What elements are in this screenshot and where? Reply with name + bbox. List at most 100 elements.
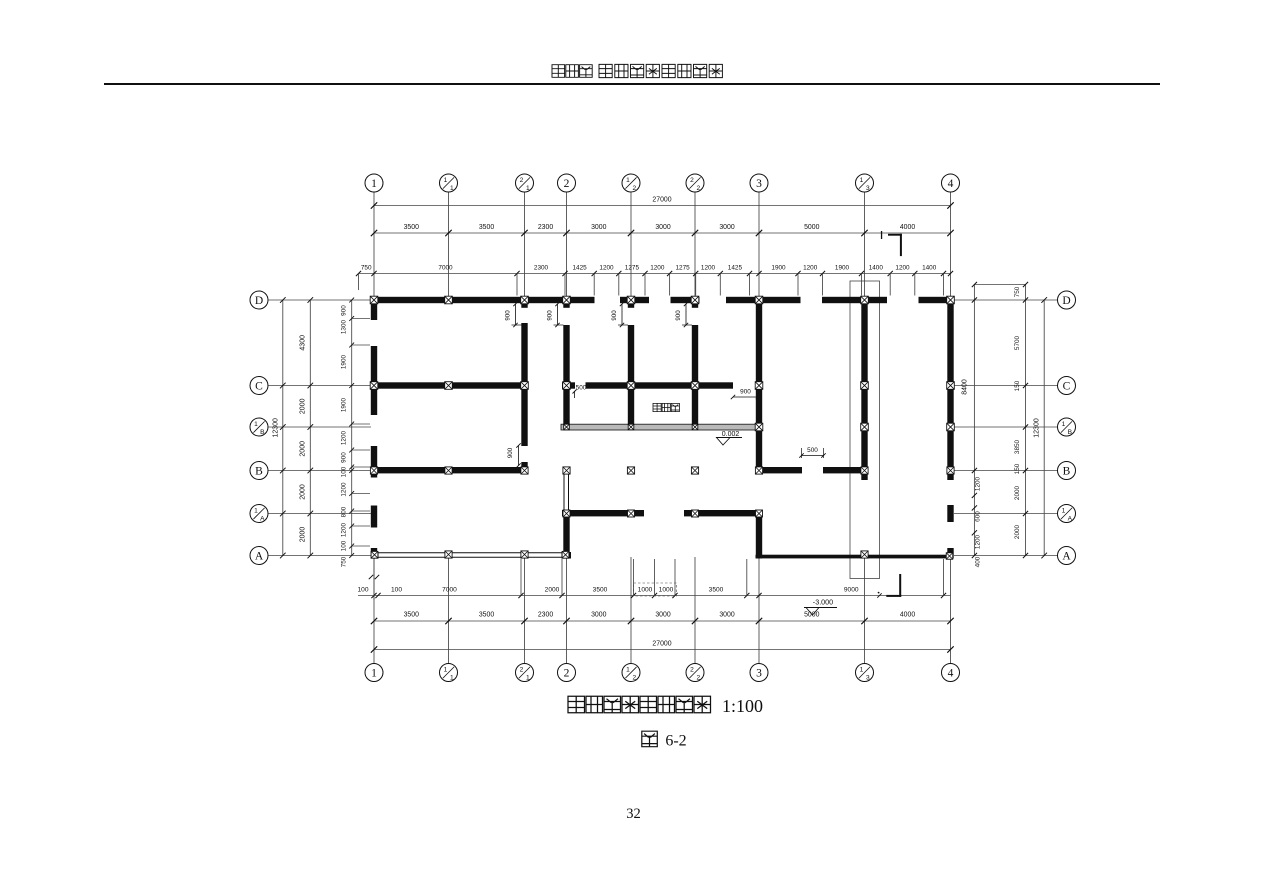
svg-text:4: 4 <box>948 178 954 190</box>
svg-text:2: 2 <box>696 185 700 192</box>
svg-text:3500: 3500 <box>404 224 419 231</box>
svg-text:750: 750 <box>1014 286 1021 297</box>
svg-text:1: 1 <box>371 668 377 680</box>
svg-text:1425: 1425 <box>728 265 743 272</box>
svg-text:2: 2 <box>632 185 636 192</box>
svg-text:C: C <box>1063 381 1071 393</box>
svg-text:1200: 1200 <box>975 476 982 491</box>
svg-text:1275: 1275 <box>675 265 690 272</box>
svg-text:2: 2 <box>696 675 700 682</box>
svg-text:2300: 2300 <box>538 224 553 231</box>
svg-text:12300: 12300 <box>1034 418 1041 438</box>
svg-text:7000: 7000 <box>442 587 457 594</box>
svg-text:3000: 3000 <box>591 224 606 231</box>
svg-text:2: 2 <box>520 667 524 674</box>
svg-text:3000: 3000 <box>591 612 606 619</box>
svg-text:1: 1 <box>526 185 530 192</box>
svg-text:A: A <box>1068 516 1073 523</box>
svg-text:2: 2 <box>520 177 524 184</box>
svg-text:12300: 12300 <box>273 418 280 438</box>
svg-text:4300: 4300 <box>300 335 307 351</box>
svg-text:1: 1 <box>444 177 448 184</box>
svg-text:D: D <box>1062 295 1070 307</box>
svg-text:3500: 3500 <box>479 224 494 231</box>
svg-text:150: 150 <box>1014 463 1021 474</box>
svg-text:900: 900 <box>547 310 554 321</box>
svg-text:3850: 3850 <box>1014 439 1021 454</box>
svg-text:1425: 1425 <box>572 265 587 272</box>
svg-text:1900: 1900 <box>341 354 348 369</box>
svg-text:3: 3 <box>756 668 762 680</box>
svg-text:2000: 2000 <box>1014 485 1021 500</box>
svg-text:1: 1 <box>450 675 454 682</box>
svg-text:1200: 1200 <box>650 265 665 272</box>
svg-text:5700: 5700 <box>1014 335 1021 350</box>
svg-text:100: 100 <box>357 587 368 594</box>
svg-text:400: 400 <box>975 556 982 567</box>
svg-text:1: 1 <box>444 667 448 674</box>
svg-text:D: D <box>255 295 263 307</box>
svg-text:1200: 1200 <box>975 534 982 549</box>
svg-text:1:100: 1:100 <box>722 696 763 716</box>
svg-text:6-2: 6-2 <box>665 733 686 750</box>
svg-text:1200: 1200 <box>341 430 348 445</box>
svg-text:1300: 1300 <box>341 319 348 334</box>
svg-text:1900: 1900 <box>341 397 348 412</box>
svg-text:1900: 1900 <box>771 265 786 272</box>
svg-text:1: 1 <box>1062 421 1066 428</box>
svg-text:4000: 4000 <box>900 612 915 619</box>
svg-text:C: C <box>255 381 263 393</box>
svg-text:1275: 1275 <box>625 265 640 272</box>
svg-text:150: 150 <box>1014 380 1021 391</box>
svg-text:100: 100 <box>341 540 348 551</box>
svg-text:500: 500 <box>576 385 587 392</box>
svg-text:1: 1 <box>450 185 454 192</box>
svg-text:1: 1 <box>860 177 864 184</box>
svg-text:5000: 5000 <box>804 224 819 231</box>
svg-text:750: 750 <box>341 556 348 567</box>
svg-text:1200: 1200 <box>803 265 818 272</box>
svg-text:1900: 1900 <box>835 265 850 272</box>
svg-text:500: 500 <box>807 447 818 454</box>
svg-text:800: 800 <box>341 506 348 517</box>
svg-text:3000: 3000 <box>719 224 734 231</box>
svg-text:2000: 2000 <box>300 398 307 414</box>
svg-text:3000: 3000 <box>655 224 670 231</box>
svg-text:900: 900 <box>675 310 682 321</box>
svg-text:900: 900 <box>341 305 348 316</box>
svg-text:B: B <box>1063 466 1071 478</box>
svg-text:1: 1 <box>1062 508 1066 515</box>
svg-text:1: 1 <box>254 508 258 515</box>
svg-text:1200: 1200 <box>895 265 910 272</box>
svg-text:B: B <box>1068 429 1073 436</box>
svg-text:1: 1 <box>371 178 377 190</box>
svg-text:2000: 2000 <box>300 527 307 543</box>
svg-text:8400: 8400 <box>962 379 969 395</box>
svg-text:2300: 2300 <box>538 612 553 619</box>
svg-text:1200: 1200 <box>599 265 614 272</box>
svg-text:750: 750 <box>361 265 372 272</box>
svg-text:2: 2 <box>564 178 570 190</box>
svg-text:0.002: 0.002 <box>722 431 740 438</box>
svg-text:4: 4 <box>948 668 954 680</box>
svg-text:A: A <box>260 516 265 523</box>
svg-text:3500: 3500 <box>593 587 608 594</box>
svg-text:3000: 3000 <box>655 612 670 619</box>
svg-text:3000: 3000 <box>719 612 734 619</box>
svg-text:9000: 9000 <box>844 587 859 594</box>
svg-text:3500: 3500 <box>479 612 494 619</box>
svg-text:2: 2 <box>690 177 694 184</box>
svg-text:32: 32 <box>626 806 641 822</box>
svg-text:1200: 1200 <box>341 522 348 537</box>
svg-text:27000: 27000 <box>652 641 671 648</box>
svg-text:2: 2 <box>690 667 694 674</box>
svg-text:2000: 2000 <box>1014 524 1021 539</box>
svg-text:1: 1 <box>860 667 864 674</box>
svg-text:A: A <box>1062 551 1071 563</box>
svg-text:3: 3 <box>756 178 762 190</box>
svg-text:1: 1 <box>626 177 630 184</box>
svg-text:4000: 4000 <box>900 224 915 231</box>
svg-text:2000: 2000 <box>300 441 307 457</box>
svg-text:5000: 5000 <box>804 612 819 619</box>
svg-text:B: B <box>255 466 263 478</box>
